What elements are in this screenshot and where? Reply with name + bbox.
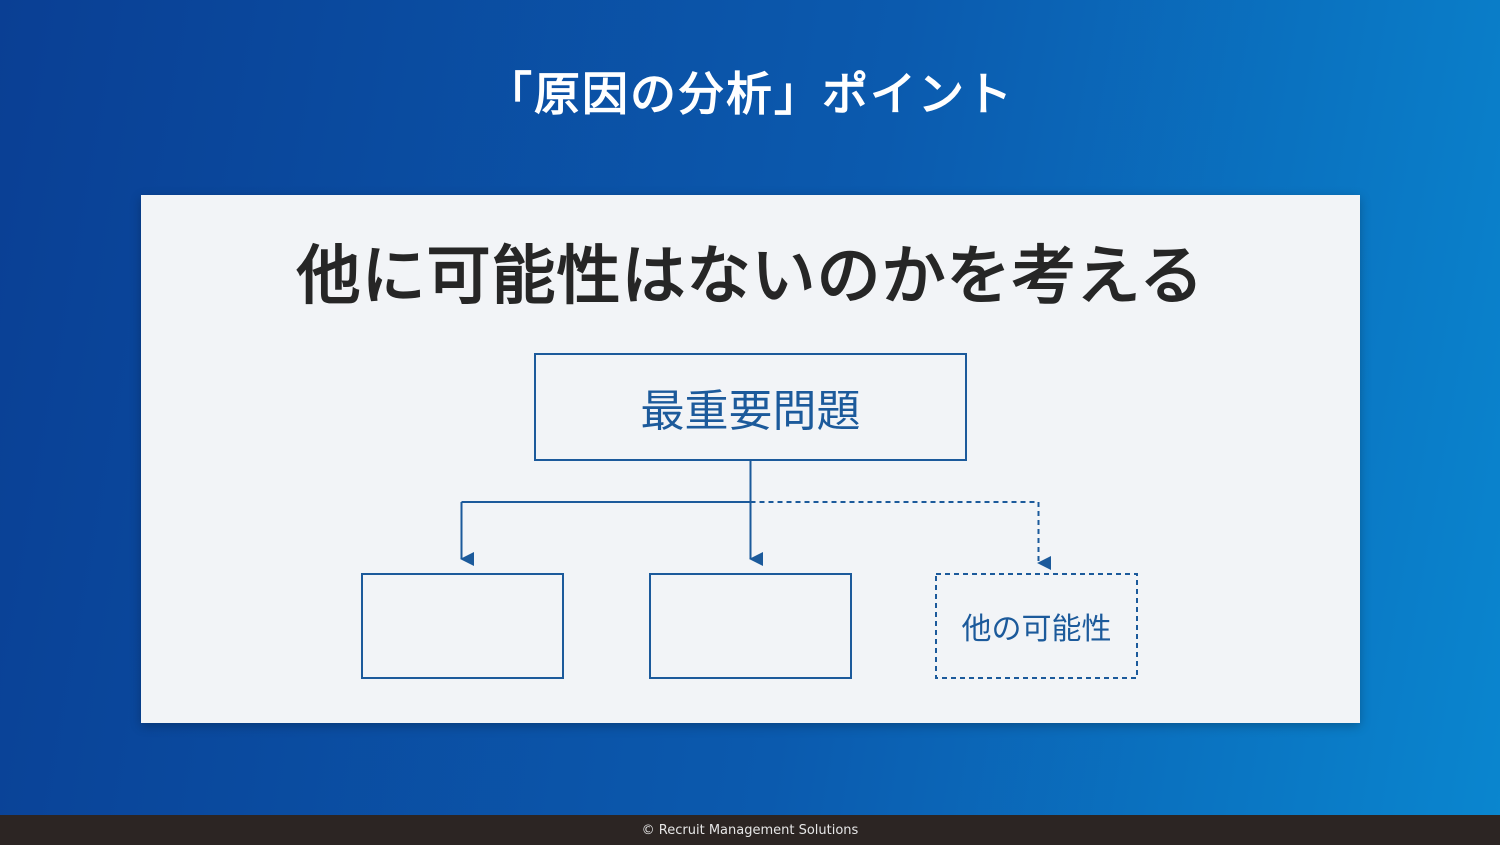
other-possibility-label: 他の可能性	[961, 612, 1112, 647]
content-panel: 他に可能性はないのかを考える 最重要問題 他の可能性	[141, 195, 1360, 723]
child-box-other-dashed	[935, 573, 1138, 679]
slide-title: 「原因の分析」ポイント	[486, 67, 1014, 121]
tree-diagram	[361, 353, 1138, 679]
footer-copyright: © Recruit Management Solutions	[0, 815, 1500, 845]
child-box-1	[361, 573, 564, 679]
child-box-2	[649, 573, 852, 679]
panel-heading: 他に可能性はないのかを考える	[296, 240, 1205, 314]
root-box-label: 最重要問題	[640, 386, 861, 437]
